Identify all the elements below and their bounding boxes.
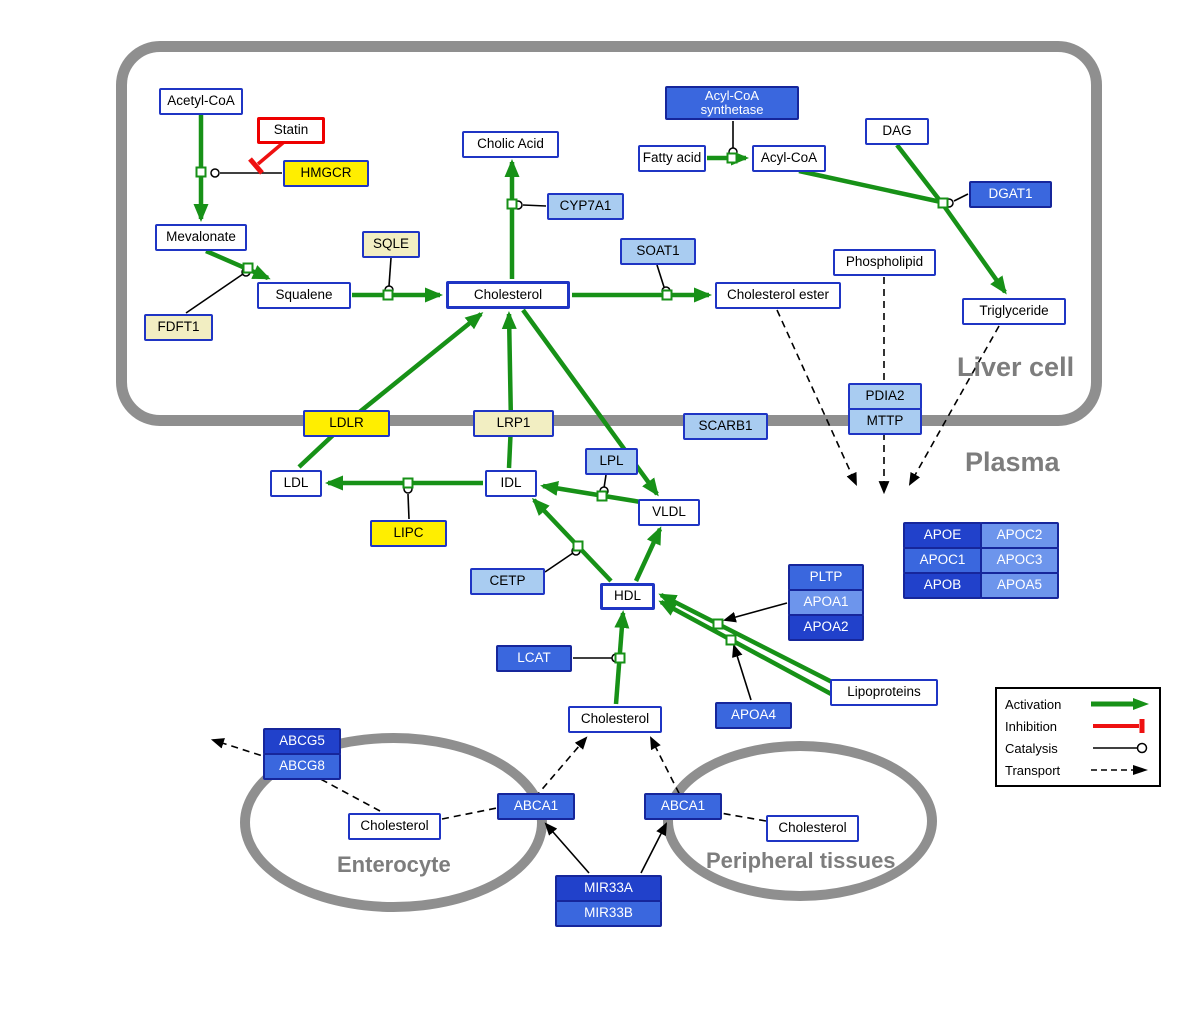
legend-item-inhibition: Inhibition <box>997 715 1159 737</box>
legend-inhibition-label: Inhibition <box>1005 718 1058 734</box>
catalysis-circle-icon <box>1093 742 1148 754</box>
regulator-arrows <box>544 602 788 874</box>
node-mir33a[interactable]: MIR33A <box>555 875 662 902</box>
node-pdia2[interactable]: PDIA2 <box>848 383 922 410</box>
plasma-label: Plasma <box>965 447 1060 477</box>
node-acyl-coa-2[interactable]: Acyl-CoA <box>752 145 826 172</box>
node-apoa4[interactable]: APOA4 <box>715 702 792 729</box>
legend-catalysis-label: Catalysis <box>1005 740 1058 756</box>
node-cyp7a1[interactable]: CYP7A1 <box>547 193 624 220</box>
node-lrp1[interactable]: LRP1 <box>473 410 554 437</box>
node-apoa5[interactable]: APOA5 <box>980 572 1059 599</box>
transport-dashed-arrow-icon <box>1091 765 1148 775</box>
node-lipc[interactable]: LIPC <box>370 520 447 547</box>
activation-arrow-icon <box>1091 698 1149 710</box>
legend-item-catalysis: Catalysis <box>997 737 1159 759</box>
node-pltp[interactable]: PLTP <box>788 564 864 591</box>
node-apoe[interactable]: APOE <box>903 522 982 549</box>
node-apoa1[interactable]: APOA1 <box>788 589 864 616</box>
node-dag[interactable]: DAG <box>865 118 929 145</box>
node-mevalonate[interactable]: Mevalonate <box>155 224 247 251</box>
node-cholesterol-enterocyte[interactable]: Cholesterol <box>348 813 441 840</box>
node-idl[interactable]: IDL <box>485 470 537 497</box>
legend-activation-label: Activation <box>1005 696 1062 712</box>
node-cholic-acid[interactable]: Cholic Acid <box>462 131 559 158</box>
node-abca1-peripheral[interactable]: ABCA1 <box>644 793 722 820</box>
node-statin[interactable]: Statin <box>257 117 325 144</box>
peripheral-tissues-label: Peripheral tissues <box>706 848 896 873</box>
node-cholesterol-ester[interactable]: Cholesterol ester <box>715 282 841 309</box>
catalysis-edges <box>185 121 969 659</box>
node-dgat1[interactable]: DGAT1 <box>969 181 1052 208</box>
reaction-nodes <box>195 152 949 664</box>
node-ldl[interactable]: LDL <box>270 470 322 497</box>
node-phospholipid[interactable]: Phospholipid <box>833 249 936 276</box>
node-lpl[interactable]: LPL <box>585 448 638 475</box>
peripheral-tissues-membrane <box>663 741 937 901</box>
liver-cell-label: Liver cell <box>957 352 1075 382</box>
node-abcg5[interactable]: ABCG5 <box>263 728 341 755</box>
node-acyl-coa-synthetase[interactable]: Acyl-CoA synthetase <box>665 86 799 120</box>
node-fatty-acid[interactable]: Fatty acid <box>638 145 706 172</box>
node-lipoproteins[interactable]: Lipoproteins <box>830 679 938 706</box>
node-mttp[interactable]: MTTP <box>848 408 922 435</box>
inhibition-tbar-icon <box>1093 719 1145 733</box>
node-vldl[interactable]: VLDL <box>638 499 700 526</box>
node-apoc2[interactable]: APOC2 <box>980 522 1059 549</box>
legend-transport-label: Transport <box>1005 762 1061 778</box>
node-mir33b[interactable]: MIR33B <box>555 900 662 927</box>
node-apoa2[interactable]: APOA2 <box>788 614 864 641</box>
node-apoc1[interactable]: APOC1 <box>903 547 982 574</box>
legend-item-transport: Transport <box>997 759 1159 781</box>
node-cetp[interactable]: CETP <box>470 568 545 595</box>
liver-cell-membrane <box>116 41 1102 426</box>
node-cholesterol-peripheral[interactable]: Cholesterol <box>766 815 859 842</box>
node-scarb1[interactable]: SCARB1 <box>683 413 768 440</box>
legend-item-activation: Activation <box>997 693 1159 715</box>
node-abca1-enterocyte[interactable]: ABCA1 <box>497 793 575 820</box>
node-apob[interactable]: APOB <box>903 572 982 599</box>
node-lcat[interactable]: LCAT <box>496 645 572 672</box>
enterocyte-label: Enterocyte <box>337 852 451 877</box>
node-soat1[interactable]: SOAT1 <box>620 238 696 265</box>
node-abcg8[interactable]: ABCG8 <box>263 753 341 780</box>
enterocyte-membrane <box>240 733 547 912</box>
node-apoc3[interactable]: APOC3 <box>980 547 1059 574</box>
node-acetyl-coa[interactable]: Acetyl-CoA <box>159 88 243 115</box>
node-squalene[interactable]: Squalene <box>257 282 351 309</box>
node-cholesterol-plasma[interactable]: Cholesterol <box>568 706 662 733</box>
legend: Activation Inhibition Catalysis Transpor… <box>995 687 1161 787</box>
node-ldlr[interactable]: LDLR <box>303 410 390 437</box>
inhibition-edge <box>248 140 286 175</box>
node-hdl[interactable]: HDL <box>600 583 655 610</box>
node-sqle[interactable]: SQLE <box>362 231 420 258</box>
node-cholesterol-liver[interactable]: Cholesterol <box>446 281 570 309</box>
node-hmgcr[interactable]: HMGCR <box>283 160 369 187</box>
node-fdft1[interactable]: FDFT1 <box>144 314 213 341</box>
node-triglyceride[interactable]: Triglyceride <box>962 298 1066 325</box>
